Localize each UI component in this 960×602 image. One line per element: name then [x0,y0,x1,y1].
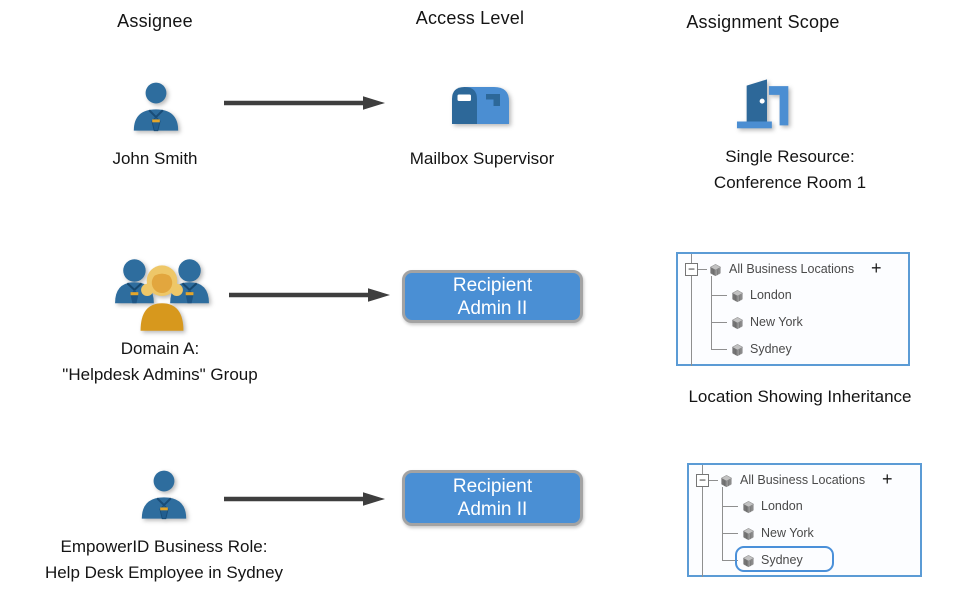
assignee-label-row3-line1: EmpowerID Business Role: [60,537,268,556]
add-location-button[interactable]: + [871,258,882,278]
arrow-row1 [224,96,385,110]
building-icon [731,317,744,330]
column-header-assignee: Assignee [117,11,193,31]
assignee-label-row1: John Smith [112,149,198,168]
building-icon [720,475,733,488]
mailbox-icon [452,87,509,124]
tree-node-sydney[interactable]: Sydney [761,553,803,567]
building-icon [742,501,755,514]
tree-node-newyork[interactable]: New York [750,315,803,329]
tree-line [711,322,727,323]
tree-line [722,487,723,560]
add-location-button[interactable]: + [882,469,893,489]
tree-collapse-toggle[interactable]: − [685,263,698,276]
location-tree-panel-selected: − All Business Locations + London New [687,463,922,577]
access-level-button-row2[interactable]: Recipient Admin II [402,270,583,323]
assignee-label-row3: EmpowerID Business Role: Help Desk Emplo… [14,534,314,586]
tree-line [691,276,692,366]
access-level-button-row2-line1: Recipient [452,274,533,296]
tree-node-root[interactable]: All Business Locations [740,473,866,487]
assignee-label-row2: Domain A: "Helpdesk Admins" Group [35,336,285,388]
tree-line [691,254,692,263]
access-level-button-row3-line2: Admin II [457,499,528,520]
scope-label-row1-line1: Single Resource: [725,147,855,166]
tree-line [722,506,738,507]
tree-node-sydney[interactable]: Sydney [750,342,792,356]
assignee-label-row2-line2: "Helpdesk Admins" Group [62,365,258,384]
user-icon [133,82,179,132]
tree-line [702,487,703,577]
inheritance-caption: Location Showing Inheritance [688,387,912,406]
tree-node-london[interactable]: London [761,499,803,513]
tree-line [709,480,718,481]
tree-node-newyork[interactable]: New York [761,526,814,540]
tree-node-root[interactable]: All Business Locations [729,262,855,276]
tree-collapse-toggle[interactable]: − [696,474,709,487]
door-icon [736,79,789,129]
tree-line [711,295,727,296]
tree-line [702,465,703,474]
tree-line [698,269,707,270]
column-header-assignment-scope: Assignment Scope [686,12,840,32]
building-icon [742,555,755,568]
assignee-label-row3-line2: Help Desk Employee in Sydney [44,563,284,582]
tree-line [722,533,738,534]
building-icon [742,528,755,541]
building-icon [709,264,722,277]
selected-location-highlight [735,546,834,572]
location-tree-panel-inherited: − All Business Locations + London New [676,252,910,366]
building-icon [731,290,744,303]
arrow-row2 [229,288,390,302]
tree-node-london[interactable]: London [750,288,792,302]
column-header-access-level: Access Level [415,8,525,28]
tree-line [711,349,727,350]
group-icon [115,259,209,331]
arrow-row3 [224,492,385,506]
scope-label-row1: Single Resource: Conference Room 1 [695,144,885,196]
assignee-label-row2-line1: Domain A: [120,339,200,358]
scope-label-row1-line2: Conference Room 1 [713,173,867,192]
building-icon [731,344,744,357]
access-level-button-row2-line2: Admin II [457,297,528,319]
access-level-button-row3[interactable]: Recipient Admin II [402,470,583,526]
access-level-button-row3-line1: Recipient [452,476,533,497]
user-icon [141,470,187,520]
access-label-row1: Mailbox Supervisor [409,149,555,168]
tree-line [722,560,738,561]
tree-line [711,276,712,349]
